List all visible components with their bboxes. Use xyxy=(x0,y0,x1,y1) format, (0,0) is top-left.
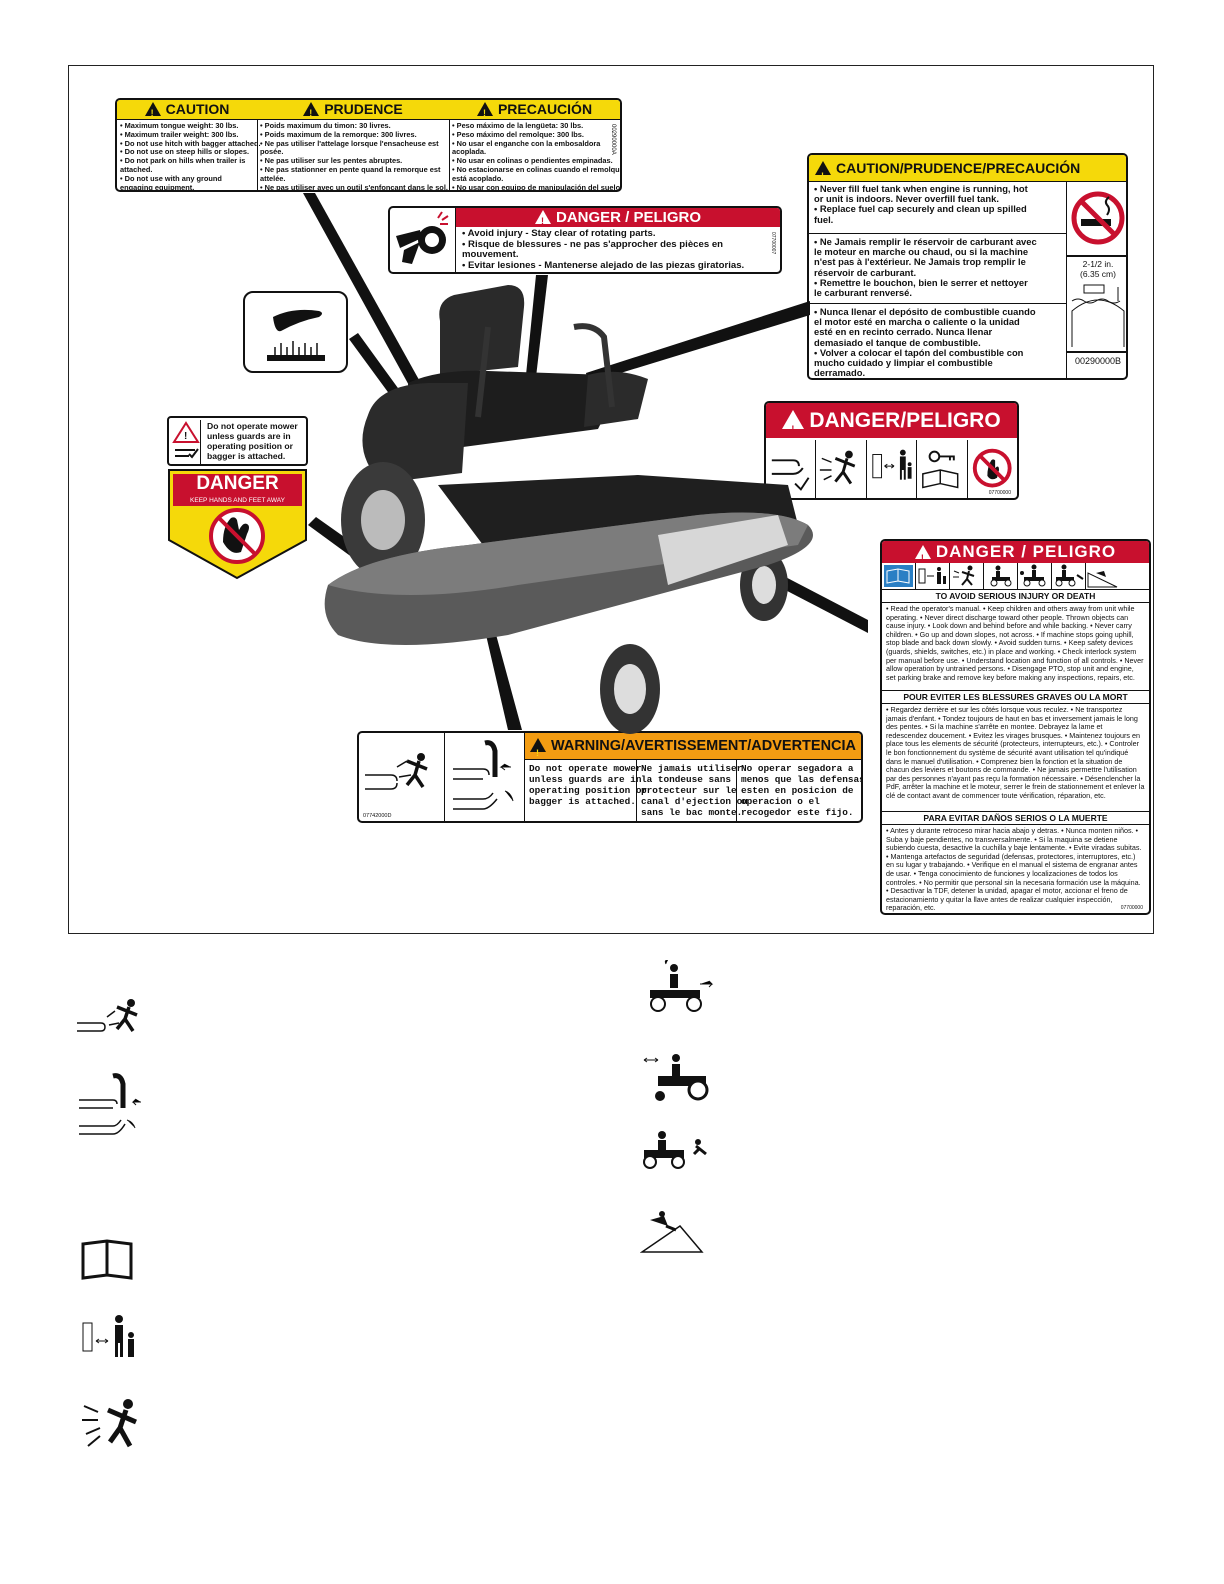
keep-bystanders-away-icon xyxy=(918,563,950,589)
warning-triangle-icon xyxy=(815,161,831,189)
hot-surface-icon xyxy=(267,309,325,361)
warning-header: WARNING/AVERTISSEMENT/ADVERTENCIA xyxy=(550,738,857,754)
thrown-objects-icon xyxy=(820,440,867,498)
legend-thrown-objects-person-icon xyxy=(82,1399,137,1448)
danger-rotating-decal: DANGER / PELIGRO • Avoid injury - Stay c… xyxy=(388,206,782,274)
legend-no-passengers-icon xyxy=(650,960,714,1012)
safety-icon-row xyxy=(882,563,1149,590)
warning-triangle-icon xyxy=(529,738,546,767)
warning-triangle-icon xyxy=(144,102,161,123)
danger-header: DANGER/PELIGRO xyxy=(809,409,1001,432)
precaucion-header: PRECAUCIÓN xyxy=(497,101,593,117)
svg-text:!: ! xyxy=(184,431,187,442)
discharge-guard-icon xyxy=(445,733,525,821)
guard-position-icon: ! xyxy=(171,420,201,464)
part-number: 07700007 xyxy=(770,232,776,255)
part-number: 07700000 xyxy=(1120,905,1143,911)
section-heading-english: TO AVOID SERIOUS INJURY OR DEATH xyxy=(882,590,1149,603)
danger-pentagon xyxy=(168,469,307,580)
section-heading-french: POUR EVITER LES BLESSURES GRAVES OU LA M… xyxy=(882,690,1149,704)
warning-triangle-icon xyxy=(534,210,551,231)
keep-hands-away-text: KEEP HANDS AND FEET AWAY xyxy=(190,497,285,504)
fuel-fill-note: 2-1/2 in.(6.35 cm) xyxy=(1080,259,1116,279)
danger-guards-decal: ! Do not operate mower unless guards are… xyxy=(167,416,308,580)
prudence-header: PRUDENCE xyxy=(324,101,403,117)
caution-english-text: • Maximum tongue weight: 30 lbs.• Maximu… xyxy=(120,121,261,192)
part-number: 00290000A xyxy=(610,124,616,155)
caution-fuel-decal: CAUTION/PRUDENCE/PRECAUCIÓN • Never fill… xyxy=(807,153,1128,380)
fuel-spanish-text: • Nunca llenar el depósito de combustibl… xyxy=(814,306,1036,379)
legend-discharge-guard-icon xyxy=(79,1073,141,1135)
warning-triangle-icon xyxy=(303,102,320,123)
warning-guards-decal: 07742000D WARNING/AVERTISSEMENT/ADVERTEN… xyxy=(357,731,863,823)
no-passengers-icon xyxy=(1020,563,1052,589)
danger-header: DANGER xyxy=(196,473,279,494)
part-number: 00290000B xyxy=(1074,356,1122,366)
danger-rotating-text: • Avoid injury - Stay clear of rotating … xyxy=(462,228,745,271)
mower-illustration xyxy=(303,193,868,734)
thrown-objects-icon: 07742000D xyxy=(359,733,445,821)
no-children-icon xyxy=(1055,563,1086,589)
caution-header: CAUTION xyxy=(165,101,230,117)
slope-hazard-icon xyxy=(1087,571,1118,588)
safety-rules-english: • Read the operator's manual. • Keep chi… xyxy=(886,604,1144,682)
safety-rules-french: • Regardez derrière et sur les côtés lor… xyxy=(886,705,1145,800)
read-manual-icon xyxy=(884,563,916,589)
fuel-english-text: • Never fill fuel tank when engine is ru… xyxy=(809,181,1066,234)
prudence-french-text: • Poids maximum du timon: 30 livres.• Po… xyxy=(260,121,448,192)
legend-keep-bystanders-away-icon xyxy=(82,1315,134,1357)
part-number: 07700000 xyxy=(988,490,1011,496)
guards-instruction-text: Do not operate mower unless guards are i… xyxy=(207,421,298,461)
precaucion-spanish-text: • Peso máximo de la lengüeta: 30 lbs.• P… xyxy=(452,121,622,192)
section-heading-spanish: PARA EVITAR DAÑOS SERIOS O LA MUERTE xyxy=(882,811,1149,825)
part-number: 07742000D xyxy=(363,813,392,819)
legend-thrown-objects-icon xyxy=(77,999,138,1032)
rotating-hand-icon xyxy=(390,208,456,272)
danger-header: DANGER / PELIGRO xyxy=(555,209,701,226)
discharge-guard-icon xyxy=(771,440,817,498)
danger-header: DANGER / PELIGRO xyxy=(935,542,1117,561)
legend-no-children-icon xyxy=(643,1131,707,1169)
no-smoking-icon xyxy=(1069,189,1126,247)
look-behind-icon xyxy=(990,563,1018,589)
hot-surface-decal xyxy=(243,291,348,373)
fuel-french-text: • Ne Jamais remplir le réservoir de carb… xyxy=(809,234,1066,304)
warning-triangle-icon xyxy=(914,545,931,569)
warning-triangle-icon xyxy=(476,102,493,123)
legend-look-behind-icon xyxy=(643,1054,709,1101)
no-hands-icon xyxy=(972,448,1012,488)
warning-triangle-icon xyxy=(782,410,805,447)
decal-diagram-frame xyxy=(68,65,1154,934)
legend-slope-hazard-icon xyxy=(640,1211,704,1253)
danger-safety-rules-decal: DANGER / PELIGRO TO AVOID SERIOUS INJURY… xyxy=(880,539,1151,915)
fuel-level-icon xyxy=(1070,281,1126,351)
safety-rules-spanish: • Antes y durante retroceso mirar hacia … xyxy=(886,826,1142,913)
danger-icons-decal: DANGER/PELIGRO 07700000 xyxy=(764,401,1019,500)
caution-fuel-header: CAUTION/PRUDENCE/PRECAUCIÓN xyxy=(836,160,1081,176)
read-manual-remove-key-icon xyxy=(922,440,968,498)
thrown-objects-icon xyxy=(953,563,984,589)
caution-hitch-decal: CAUTION • Maximum tongue weight: 30 lbs.… xyxy=(115,98,622,192)
keep-bystanders-away-icon xyxy=(872,440,918,498)
legend-read-manual-icon xyxy=(81,1239,133,1280)
